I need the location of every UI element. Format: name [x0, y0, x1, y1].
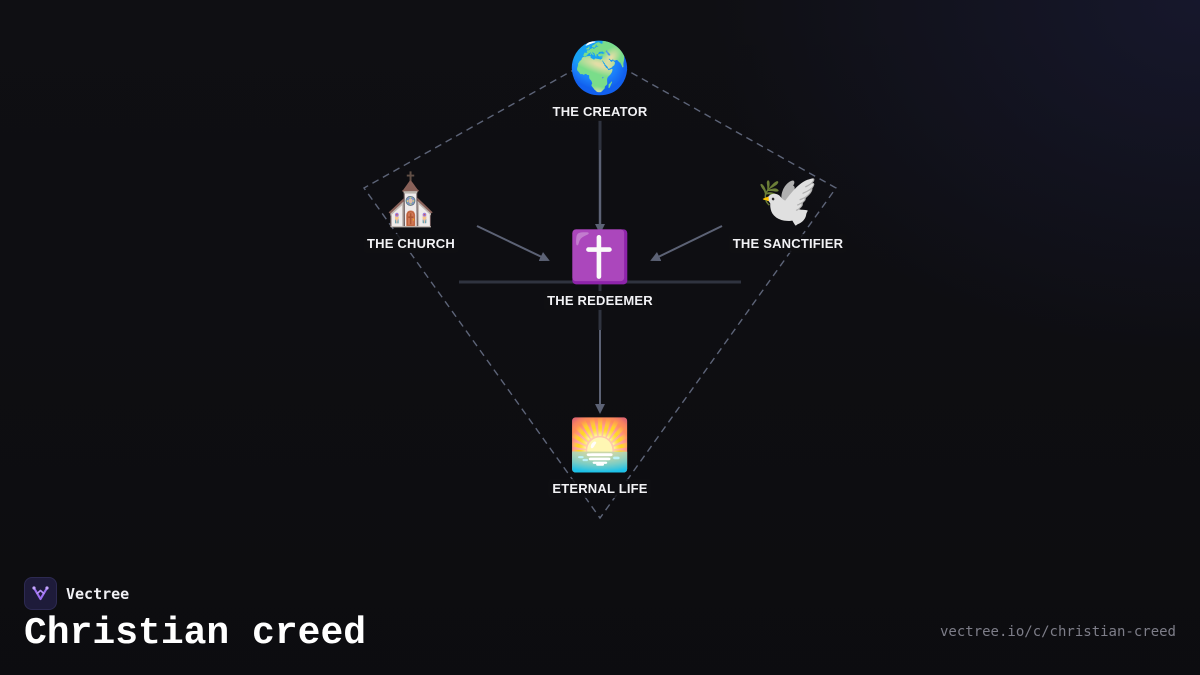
node-the-creator[interactable]: 🌍 THE CREATOR — [548, 39, 652, 121]
node-the-sanctifier[interactable]: 🕊️ THE SANCTIFIER — [728, 171, 848, 253]
node-label-the-redeemer: THE REDEEMER — [543, 291, 657, 310]
page-url[interactable]: vectree.io/c/christian-creed — [939, 624, 1176, 640]
node-label-the-church: THE CHURCH — [363, 234, 459, 253]
dashed-outline — [362, 54, 838, 520]
creed-diagram: 🌍 THE CREATOR ⛪ THE CHURCH 🕊️ THE SANCTI… — [362, 39, 848, 520]
node-the-redeemer[interactable]: ✝️ THE REDEEMER — [543, 229, 657, 310]
globe-icon: 🌍 — [568, 39, 632, 97]
page-title: Christian creed — [24, 612, 367, 655]
dove-icon: 🕊️ — [756, 171, 820, 229]
node-label-the-creator: THE CREATOR — [548, 102, 652, 121]
vectree-logo-icon — [24, 577, 57, 610]
edge-church-to-redeemer — [476, 225, 550, 262]
church-icon: ⛪ — [379, 171, 443, 229]
vectree-logo-mark — [32, 586, 49, 601]
node-the-church[interactable]: ⛪ THE CHURCH — [363, 172, 459, 253]
node-label-eternal-life: ETERNAL LIFE — [548, 479, 652, 498]
edge-sanctifier-to-redeemer — [650, 225, 723, 262]
node-eternal-life[interactable]: 🌅 ETERNAL LIFE — [548, 416, 652, 498]
brand-name: Vectree — [66, 584, 130, 603]
latin-cross-icon: ✝️ — [568, 228, 632, 286]
sunrise-icon: 🌅 — [568, 416, 632, 474]
brand[interactable]: Vectree — [24, 577, 129, 610]
node-label-the-sanctifier: THE SANCTIFIER — [728, 234, 848, 253]
